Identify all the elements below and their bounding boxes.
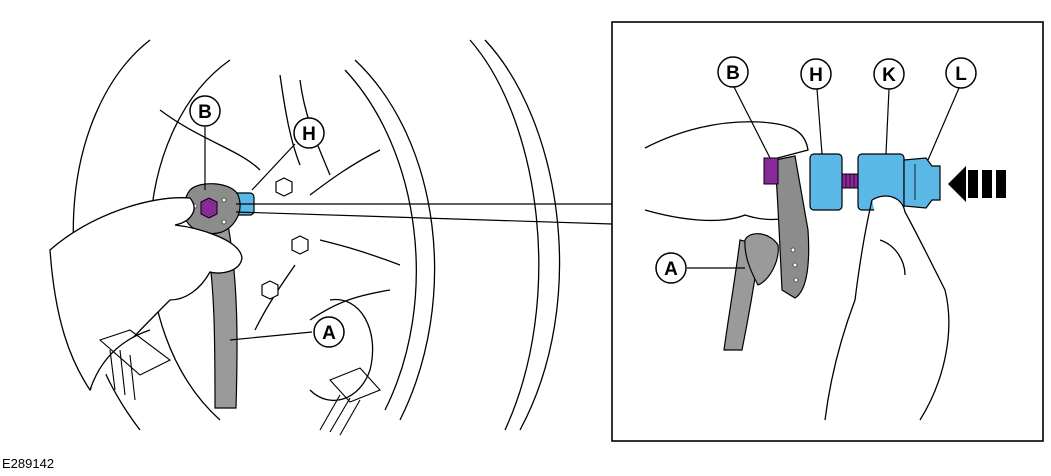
hex-bolt-icon	[200, 197, 218, 219]
threaded-rod	[841, 173, 861, 189]
lug-nut	[261, 280, 279, 300]
svg-text:A: A	[322, 323, 336, 344]
detail-frame	[611, 21, 1044, 442]
svg-text:H: H	[302, 124, 316, 145]
zoom-lines	[235, 203, 613, 225]
callout-leaders-main	[204, 127, 313, 341]
svg-text:K: K	[882, 65, 896, 86]
lug-nut	[275, 177, 293, 197]
strap-detail	[723, 233, 779, 351]
lug-nut	[291, 235, 309, 255]
wheel-illustration	[72, 39, 561, 431]
callout-b-main: B	[189, 95, 221, 127]
callout-h-main: H	[293, 117, 325, 149]
callout-b-detail: B	[717, 56, 749, 88]
callout-l-detail: L	[945, 57, 977, 89]
flange-plate-main	[183, 183, 241, 235]
tool-body-h-detail	[809, 153, 843, 211]
flange-plate-detail	[774, 155, 810, 299]
adapter-l-detail	[903, 157, 941, 209]
svg-text:A: A	[664, 259, 678, 280]
svg-text:B: B	[198, 102, 212, 123]
hand-detail-right	[824, 195, 950, 421]
push-direction-arrow-icon	[948, 166, 1006, 202]
svg-text:L: L	[955, 64, 967, 85]
callout-k-detail: K	[873, 58, 905, 90]
callout-h-detail: H	[800, 58, 832, 90]
wiring-harness	[98, 329, 381, 436]
hex-bolt-icon	[763, 157, 779, 185]
svg-text:B: B	[726, 63, 740, 84]
figure-reference-code: E289142	[2, 456, 55, 471]
lug-nuts	[261, 177, 309, 300]
svg-text:H: H	[809, 65, 823, 86]
callout-leaders-detail	[687, 86, 960, 269]
hand-main	[49, 197, 243, 392]
callout-a-main: A	[313, 316, 345, 348]
callout-a-detail: A	[655, 252, 687, 284]
